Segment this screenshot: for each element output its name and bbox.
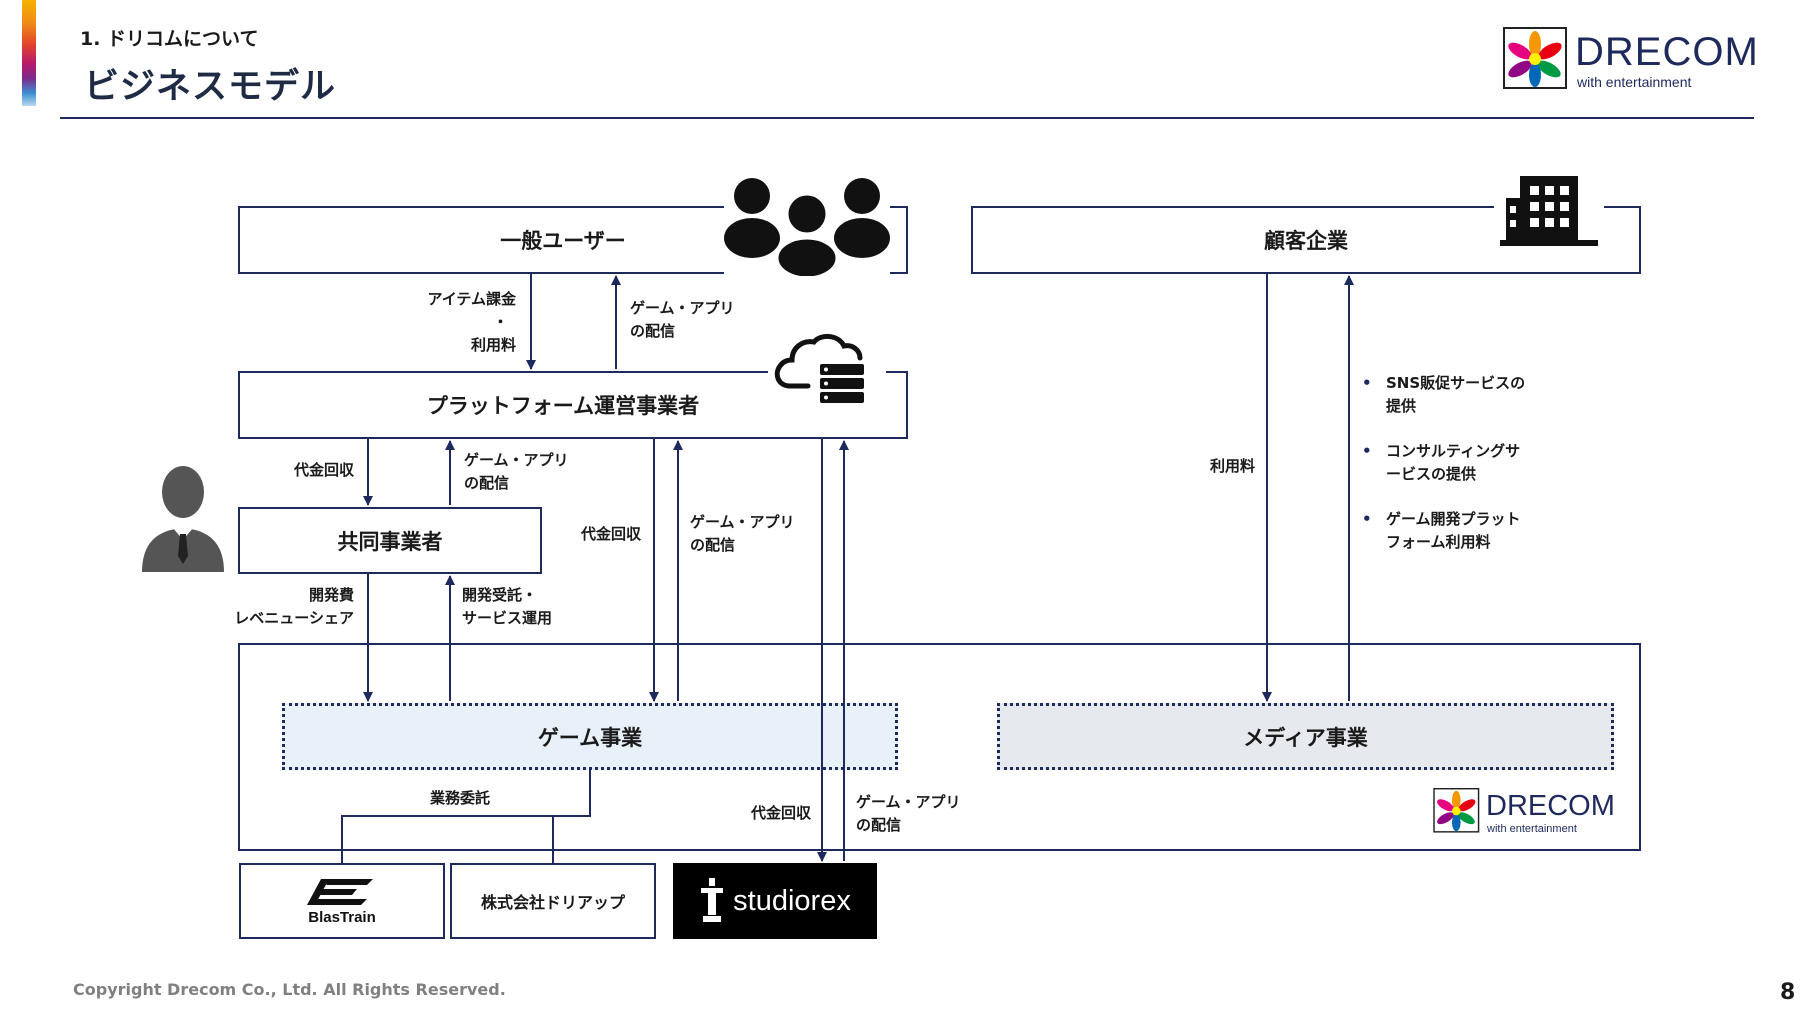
businessperson-icon — [138, 464, 228, 574]
item-billing-dot: ・ — [492, 313, 508, 331]
media-service-item: SNS販促サービスの 提供 — [1358, 372, 1568, 418]
distribution-label-4: ゲーム・アプリ の配信 — [856, 791, 961, 837]
distribution-label-3: ゲーム・アプリ の配信 — [690, 511, 795, 557]
building-icon — [1494, 156, 1604, 252]
title-divider — [60, 117, 1754, 119]
media-service-item: ゲーム開発プラット フォーム利用料 — [1358, 508, 1568, 554]
media-business-label: メディア事業 — [1243, 725, 1368, 750]
joint-business-label: 共同事業者 — [337, 529, 443, 554]
game-business-box: ゲーム事業 — [282, 703, 898, 770]
joint-business-box: 共同事業者 — [238, 507, 542, 574]
item-billing-label: アイテム課金 ・ 利用料 — [400, 288, 516, 357]
distribution-1-line1: ゲーム・アプリ — [630, 299, 735, 317]
distribution-label-1: ゲーム・アプリ の配信 — [630, 297, 735, 343]
inner-drecom-logo: DRECOM with entertainment — [1433, 788, 1633, 838]
media-service-3-line2: フォーム利用料 — [1386, 533, 1491, 551]
blastrain-name: BlasTrain — [308, 908, 376, 926]
item-billing-text: アイテム課金 — [427, 290, 516, 308]
media-usage-fee-label: 利用料 — [1209, 457, 1255, 475]
collection-label-2: 代金回収 — [580, 525, 641, 543]
general-users-label: 一般ユーザー — [500, 229, 626, 253]
driapp-box: 株式会社ドリアップ — [450, 863, 656, 939]
media-service-2-line2: ービスの提供 — [1386, 465, 1477, 483]
blastrain-box: BlasTrain — [239, 863, 445, 939]
driapp-name: 株式会社ドリアップ — [480, 893, 625, 912]
distribution-4-line2: の配信 — [856, 816, 902, 834]
studiorex-name: studiorex — [733, 884, 851, 917]
outsourcing-label: 業務委託 — [429, 789, 490, 807]
studiorex-box: studiorex — [673, 863, 877, 939]
collection-label-3: 代金回収 — [750, 804, 811, 822]
flower-logo-icon — [1503, 27, 1567, 89]
cloud-server-icon — [768, 326, 886, 412]
dev-cost-line2: レベニューシェア — [234, 609, 354, 627]
dev-cost-label: 開発費 レベニューシェア — [200, 584, 354, 630]
distribution-3-line1: ゲーム・アプリ — [690, 513, 795, 531]
blastrain-logo-icon — [307, 878, 373, 905]
media-business-box: メディア事業 — [997, 703, 1614, 770]
inner-logo-tagline: with entertainment — [1487, 823, 1577, 835]
page-number: 8 — [1780, 980, 1796, 1005]
inner-flower-logo-icon — [1433, 788, 1480, 833]
logo-brand: DRECOM — [1575, 30, 1759, 74]
client-companies-label: 顧客企業 — [1264, 229, 1348, 253]
drecom-logo: DRECOM with entertainment — [1503, 26, 1763, 92]
studiorex-statue-icon — [701, 878, 724, 922]
distribution-4-line1: ゲーム・アプリ — [856, 793, 961, 811]
usage-fee-text: 利用料 — [470, 336, 516, 354]
dev-contract-line2: サービス運用 — [462, 609, 553, 627]
dev-contract-label: 開発受託・ サービス運用 — [462, 584, 552, 630]
dev-contract-line1: 開発受託・ — [462, 586, 538, 604]
section-label: 1. ドリコムについて — [80, 28, 259, 50]
game-business-label: ゲーム事業 — [537, 725, 643, 750]
page-title: ビジネスモデル — [84, 67, 337, 107]
media-service-2-line1: コンサルティングサ — [1386, 442, 1521, 460]
distribution-3-line2: の配信 — [690, 536, 736, 554]
distribution-1-line2: の配信 — [630, 322, 676, 340]
media-service-1-line2: 提供 — [1386, 397, 1417, 415]
media-service-1-line1: SNS販促サービスの — [1386, 374, 1526, 392]
media-service-item: コンサルティングサ ービスの提供 — [1358, 440, 1568, 486]
distribution-2-line2: の配信 — [464, 474, 510, 492]
media-service-3-line1: ゲーム開発プラット — [1386, 510, 1521, 528]
collection-label-1: 代金回収 — [293, 461, 354, 479]
users-group-icon — [724, 176, 890, 280]
dev-cost-line1: 開発費 — [308, 586, 354, 604]
distribution-2-line1: ゲーム・アプリ — [464, 451, 569, 469]
copyright-text: Copyright Drecom Co., Ltd. All Rights Re… — [73, 980, 506, 999]
media-services-list: SNS販促サービスの 提供 コンサルティングサ ービスの提供 ゲーム開発プラット… — [1358, 372, 1568, 576]
logo-tagline: with entertainment — [1577, 74, 1692, 90]
distribution-label-2: ゲーム・アプリ の配信 — [464, 449, 569, 495]
platform-operators-label: プラットフォーム運営事業者 — [426, 394, 700, 418]
inner-logo-brand: DRECOM — [1486, 790, 1615, 822]
accent-bar — [22, 0, 36, 106]
